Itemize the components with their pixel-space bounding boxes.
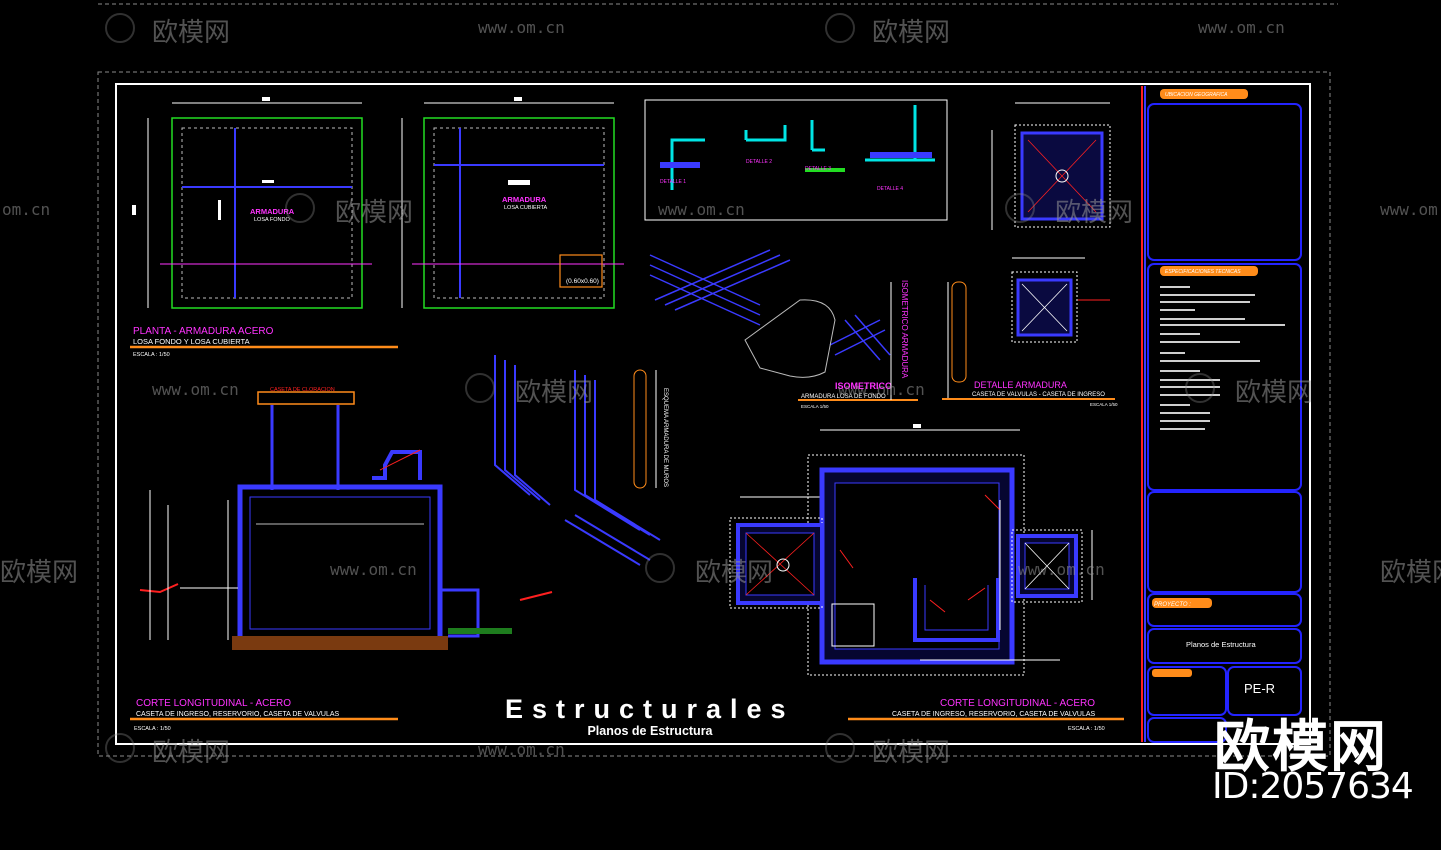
section-subtitle: CASETA DE INGRESO, RESERVORIO, CASETA DE… [136,711,340,718]
section-caseta-label: CASETA DE CLORACION [270,387,335,393]
sheet-subtitle: Planos de Estructura [587,724,713,738]
section-left [139,391,553,650]
plan-lower-right [729,424,1093,676]
sheet-border [97,3,1338,757]
wall-rebar-schema [494,355,661,566]
watermark-url-9: www.om.cn [1018,560,1105,579]
watermark-url-6: www.om.cn [152,380,239,399]
watermark-url-3: om.cn [2,200,51,219]
watermark-brand-4: 欧模网 [1055,198,1134,228]
muros-vertical-title: ESQUEMA ARMADURA DE MUROS [662,388,668,487]
plan-scale: ESCALA : 1/50 [133,352,170,358]
watermark-brand-2: 欧模网 [872,18,951,48]
watermark-emblems [105,13,1215,763]
plan-title: PLANTA - ARMADURA ACERO [133,326,274,337]
isometric-subtitle: ARMADURA LOSA DE FONDO [801,394,886,400]
spec-text-lines [1160,286,1285,430]
detail-4-label: DETALLE 4 [877,186,903,192]
watermark-url-1: www.om.cn [478,18,565,37]
tb-lamina-code: PE-R [1244,681,1275,696]
watermark-brand-8: 欧模网 [695,558,774,588]
detail-arm-title: DETALLE ARMADURA [974,380,1067,390]
watermark-brand-11: 欧模网 [872,738,951,768]
plan-label-a: ARMADURA [250,207,295,216]
muros-vertical-box [633,369,647,489]
watermark-id: ID:2057634 [1212,766,1414,807]
plan-label-b: ARMADURA [502,195,547,204]
plan-label-b-sub: LOSA CUBIERTA [504,205,548,211]
plan-view-1 [132,97,372,309]
plan-label-a-sub: LOSA FONDO [254,217,290,223]
tb-especificaciones-label: ESPECIFICACIONES TECNICAS [1165,269,1241,275]
watermark-brand-3: 欧模网 [335,198,414,228]
detail-3-label: DETALLE 3 [805,166,831,172]
watermark-brand-large: 欧模网 [1214,715,1388,780]
watermark-brand-9: 欧模网 [1380,558,1441,588]
tb-ubicacion-label: UBICACION GEOGRAFICA [1165,92,1228,98]
watermark-url-5: www.om.cn [1380,200,1441,219]
section2-subtitle: CASETA DE INGRESO, RESERVORIO, CASETA DE… [892,711,1096,718]
plan-box-label: (0.60x0.60) [566,278,599,285]
watermark-url-4: www.om.cn [658,200,745,219]
watermark-brand-5: 欧模网 [515,378,594,408]
watermark-brand-7: 欧模网 [0,558,79,588]
watermark-brand-6: 欧模网 [1235,378,1314,408]
isometric-vertical-title: ISOMETRICO ARMADURA [900,280,909,379]
isometric-scale: ESCALA 1/50 [801,404,829,409]
watermark-url-7: www.om.cn [838,380,925,399]
section2-scale: ESCALA : 1/50 [1068,726,1105,732]
detail-arm-subtitle: CASETA DE VALVULAS - CASETA DE INGRESO [972,392,1105,398]
isometric-slab [744,299,836,378]
detail-arm-scale: ESCALA 1/50 [1090,402,1118,407]
details-panel [644,99,948,221]
watermark-url-10: www.om.cn [478,740,565,759]
section-scale: ESCALA : 1/50 [134,726,171,732]
section-title: CORTE LONGITUDINAL - ACERO [136,698,291,709]
watermark-url-2: www.om.cn [1198,18,1285,37]
plan-view-2 [401,97,624,309]
iso-vertical-box [951,281,967,383]
watermark-url-8: www.om.cn [330,560,417,579]
watermark-brand-1: 欧模网 [152,18,231,48]
tb-proyecto-label: PROYECTO : [1154,602,1191,608]
section2-title: CORTE LONGITUDINAL - ACERO [940,698,1095,709]
detail-2-label: DETALLE 2 [746,159,772,165]
title-block [1141,86,1302,743]
isometric-title: ISOMETRICO [835,381,892,391]
detail-1-label: DETALLE 1 [660,179,686,185]
plan-subtitle: LOSA FONDO Y LOSA CUBIERTA [133,337,250,346]
isometric-mesh [649,249,891,361]
tb-planos-label: Planos de Estructura [1186,640,1256,649]
caseta-plan-top [991,102,1111,343]
sheet-title: Estructurales [505,694,795,724]
watermark-brand-10: 欧模网 [152,738,231,768]
